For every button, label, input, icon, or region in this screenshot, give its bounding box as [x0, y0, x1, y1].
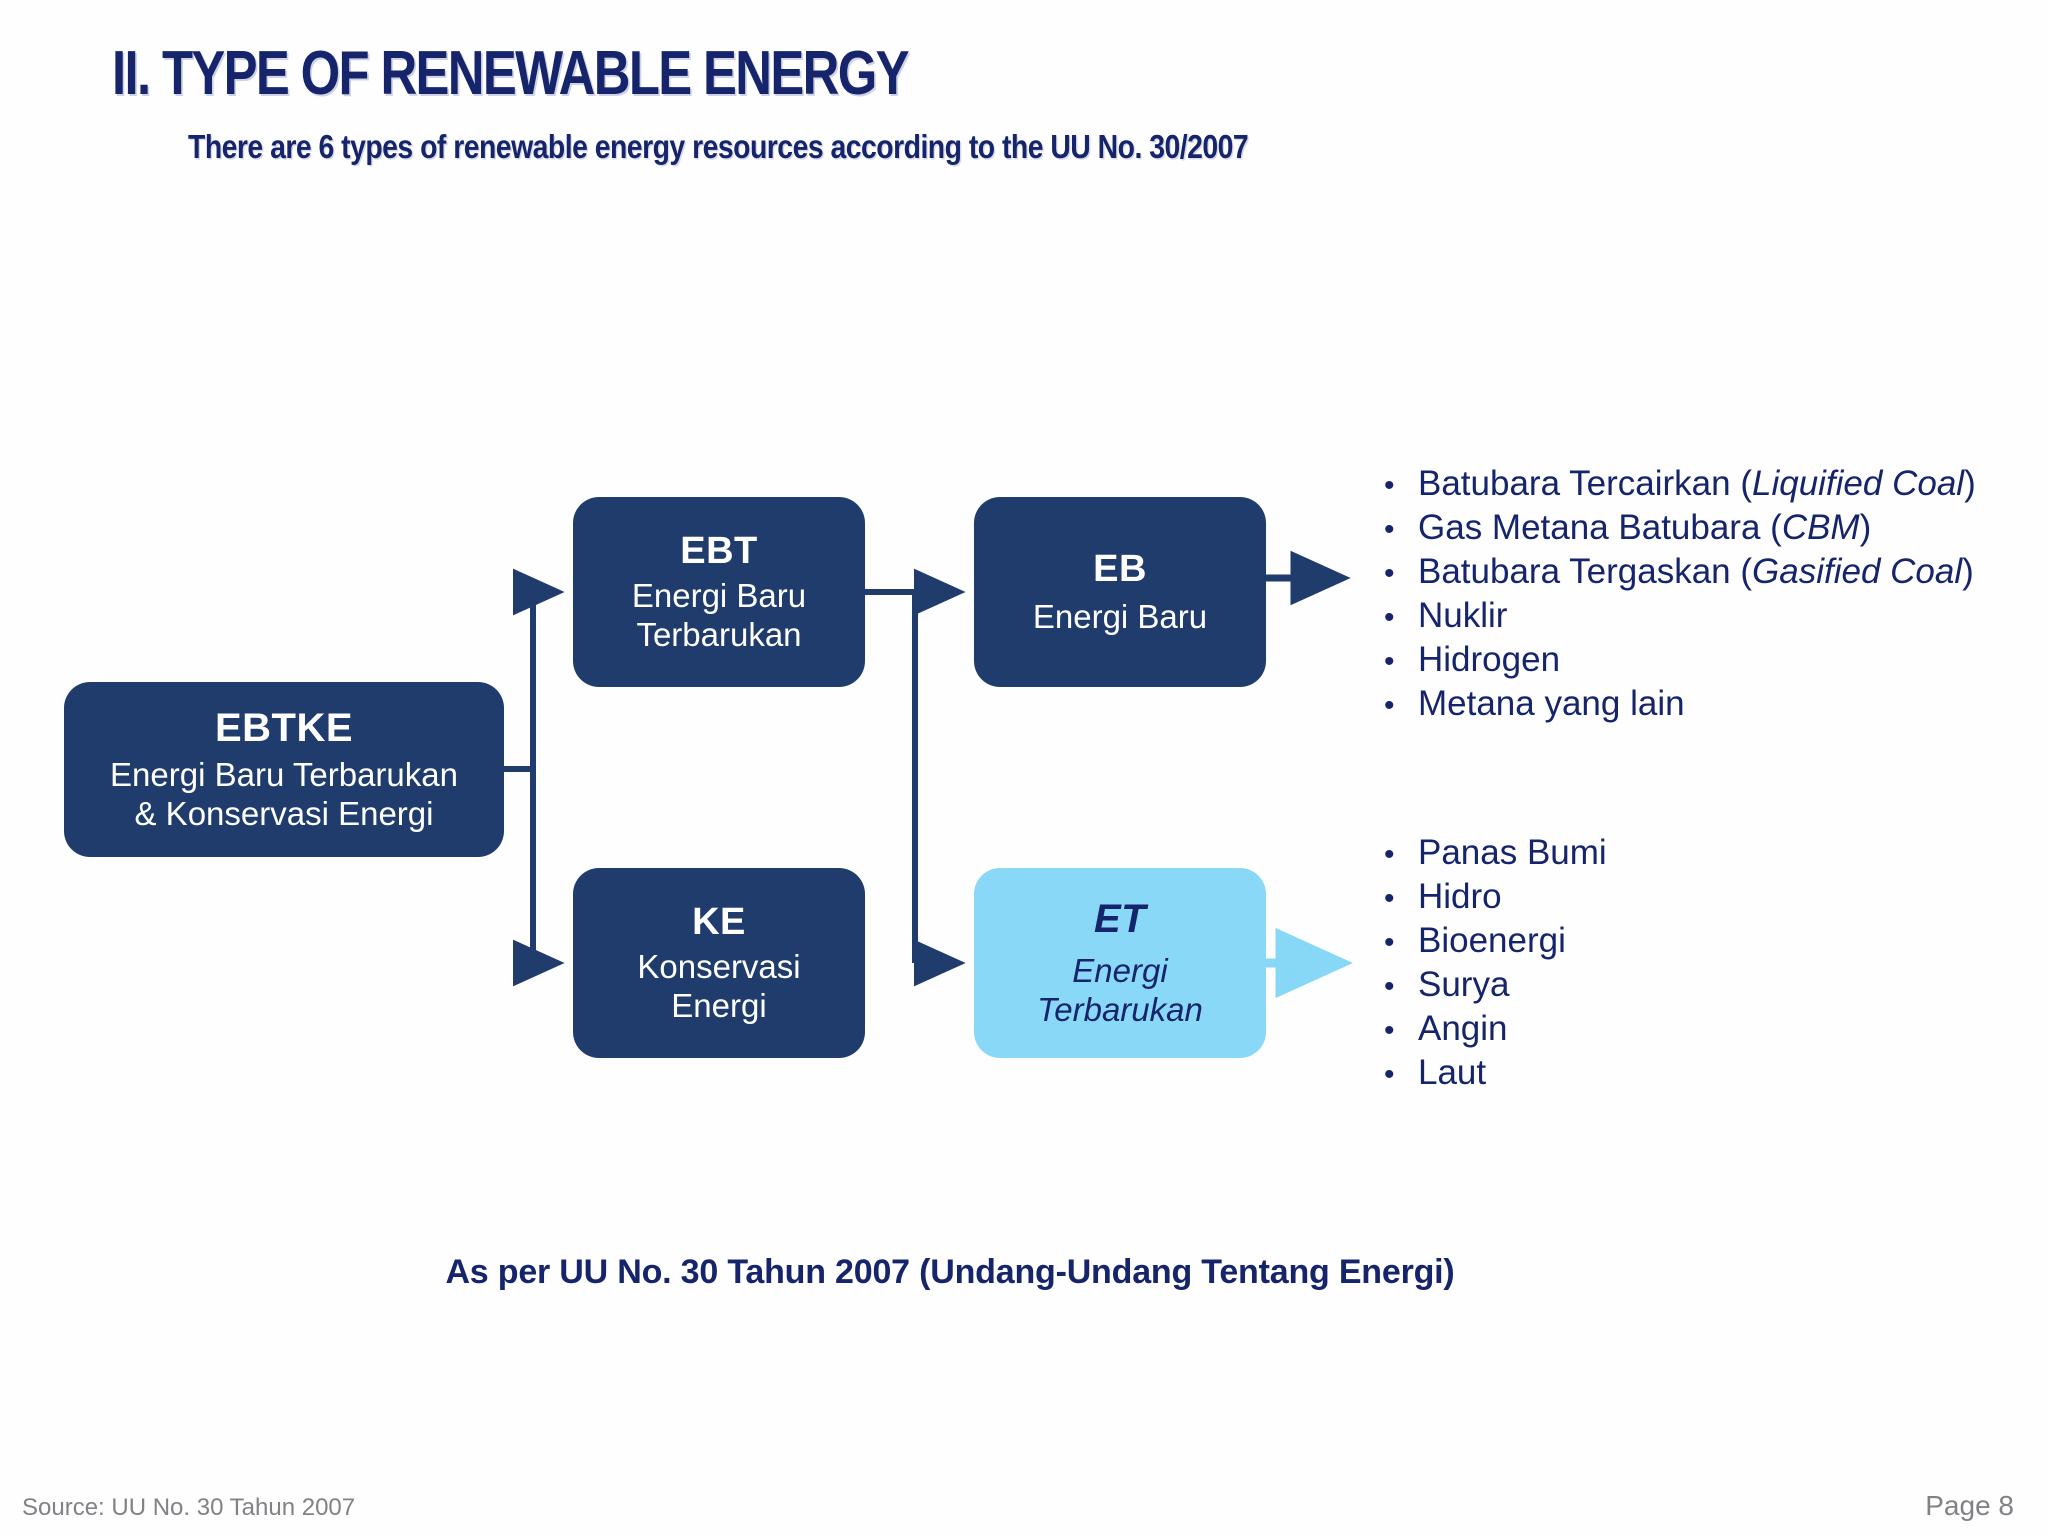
bullet-dot-icon: •: [1384, 557, 1395, 591]
list-item: • Panas Bumi: [1384, 831, 1607, 875]
list-item: • Gas Metana Batubara (CBM): [1384, 506, 1976, 550]
list-item-label: Hidro: [1418, 877, 1502, 917]
bullet-dot-icon: •: [1384, 1014, 1395, 1048]
node-ke[interactable]: KE Konservasi Energi: [573, 868, 865, 1058]
node-ke-desc-line1: Konservasi: [637, 948, 801, 986]
list-item-label: Gas Metana Batubara (CBM): [1418, 508, 1872, 548]
list-item: • Angin: [1384, 1007, 1607, 1051]
list-item-label: Batubara Tergaskan (Gasified Coal): [1418, 552, 1974, 592]
bullet-dot-icon: •: [1384, 1058, 1395, 1092]
bullet-list-energi-terbarukan: •Panas Bumi•Hidro•Bioenergi•Surya•Angin•…: [1384, 831, 1607, 1096]
list-item-label: Nuklir: [1418, 596, 1508, 636]
node-eb-code: EB: [1093, 548, 1147, 591]
footer-source: Source: UU No. 30 Tahun 2007: [22, 1494, 356, 1521]
bullet-list-energi-baru: • Batubara Tercairkan (Liquified Coal) • Ga…: [1384, 462, 1976, 727]
node-ke-desc-line2: Energi: [671, 987, 767, 1025]
bullet-dot-icon: •: [1384, 838, 1395, 871]
bullet-dot-icon: •: [1384, 645, 1395, 679]
node-ebtke-desc-line1: Energi Baru Terbarukan: [110, 756, 458, 794]
list-item: • Bioenergi: [1384, 919, 1607, 963]
list-item-label: Metana yang lain: [1418, 684, 1685, 724]
list-item-label: Bioenergi: [1418, 921, 1566, 961]
list-item-label: Batubara Tercairkan (Liquified Coal): [1418, 464, 1976, 503]
node-ebt[interactable]: EBT Energi Baru Terbarukan: [573, 497, 865, 687]
node-ebt-code: EBT: [680, 529, 758, 572]
node-et-desc-line2: Terbarukan: [1037, 990, 1203, 1028]
bullet-dot-icon: •: [1384, 689, 1395, 723]
node-et[interactable]: ET Energi Terbarukan: [974, 868, 1266, 1058]
list-item: • Hidro: [1384, 875, 1607, 919]
list-item: • Metana yang lain: [1384, 682, 1976, 726]
list-item-label: Panas Bumi: [1418, 833, 1607, 872]
node-ebt-desc-line2: Terbarukan: [636, 616, 802, 654]
node-ebtke-desc-line2: & Konservasi Energi: [134, 795, 434, 833]
node-eb[interactable]: EB Energi Baru: [974, 497, 1266, 687]
list-item: • Hidrogen: [1384, 638, 1976, 682]
list-item: • Nuklir: [1384, 594, 1976, 638]
node-ebtke[interactable]: EBTKE Energi Baru Terbarukan & Konservas…: [64, 682, 504, 857]
list-item-label: Laut: [1418, 1053, 1487, 1093]
bullet-dot-icon: •: [1384, 601, 1395, 635]
node-ke-code: KE: [692, 900, 746, 943]
list-item: • Batubara Tergaskan (Gasified Coal): [1384, 550, 1976, 594]
bullet-dot-icon: •: [1384, 882, 1395, 916]
diagram-caption: As per UU No. 30 Tahun 2007 (Undang-Unda…: [445, 1253, 1455, 1291]
list-item: • Batubara Tercairkan (Liquified Coal): [1384, 462, 1976, 506]
list-item-label: Surya: [1418, 965, 1510, 1005]
bullet-dot-icon: •: [1384, 513, 1395, 547]
node-ebt-desc-line1: Energi Baru: [631, 577, 807, 615]
list-item-label: Angin: [1418, 1009, 1508, 1049]
footer-page-number: Page 8: [1925, 1490, 2014, 1521]
list-item-label: Hidrogen: [1418, 640, 1561, 680]
list-item: • Surya: [1384, 963, 1607, 1007]
bullet-dot-icon: •: [1384, 970, 1395, 1004]
page-title: II. TYPE OF RENEWABLE ENERGY: [112, 39, 910, 108]
node-et-desc-line1: Energi: [1072, 951, 1168, 989]
node-ebtke-code: EBTKE: [214, 705, 354, 750]
bullet-dot-icon: •: [1384, 469, 1395, 502]
list-item: • Laut: [1384, 1051, 1607, 1095]
node-eb-desc-line1: Energi Baru: [1032, 597, 1208, 635]
page-subtitle: There are 6 types of renewable energy re…: [188, 128, 1249, 165]
bullet-dot-icon: •: [1384, 926, 1395, 960]
node-et-code: ET: [1093, 897, 1147, 942]
